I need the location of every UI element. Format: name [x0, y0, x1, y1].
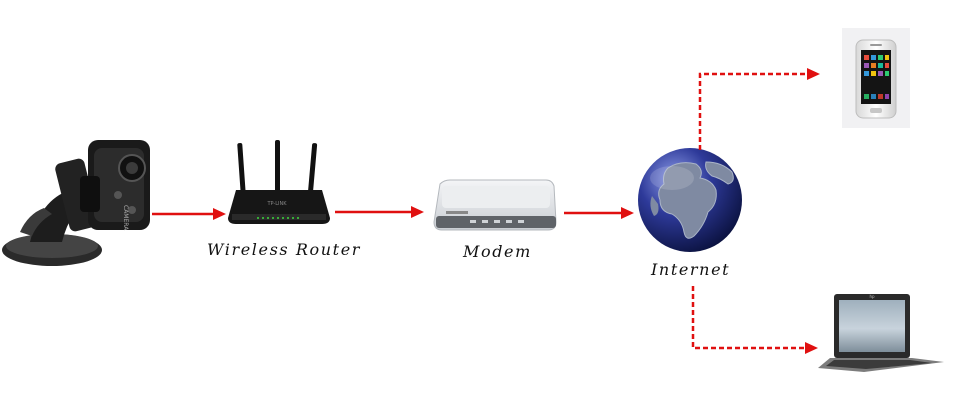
- arrow-router-to-modem: [335, 206, 424, 218]
- router-label: Wireless Router: [207, 240, 362, 259]
- arrow-camera-to-router: [152, 208, 226, 220]
- modem-icon: [433, 179, 557, 231]
- smartphone-icon: [842, 28, 910, 128]
- modem-label: Modem: [463, 242, 532, 261]
- globe-icon: [638, 148, 742, 252]
- internet-label: Internet: [651, 260, 731, 279]
- arrow-modem-to-internet: [564, 207, 634, 219]
- router-icon: TP-LINK: [228, 140, 330, 224]
- arrow-internet-to-laptop: [691, 286, 818, 354]
- laptop-icon: hp: [818, 294, 944, 372]
- arrow-internet-to-smartphone: [698, 68, 820, 150]
- camera-brand-text: CAMERA: [122, 205, 129, 231]
- camera-icon: CAMERA: [2, 140, 150, 266]
- router-brand-text: TP-LINK: [266, 201, 287, 207]
- laptop-brand-text: hp: [869, 294, 875, 299]
